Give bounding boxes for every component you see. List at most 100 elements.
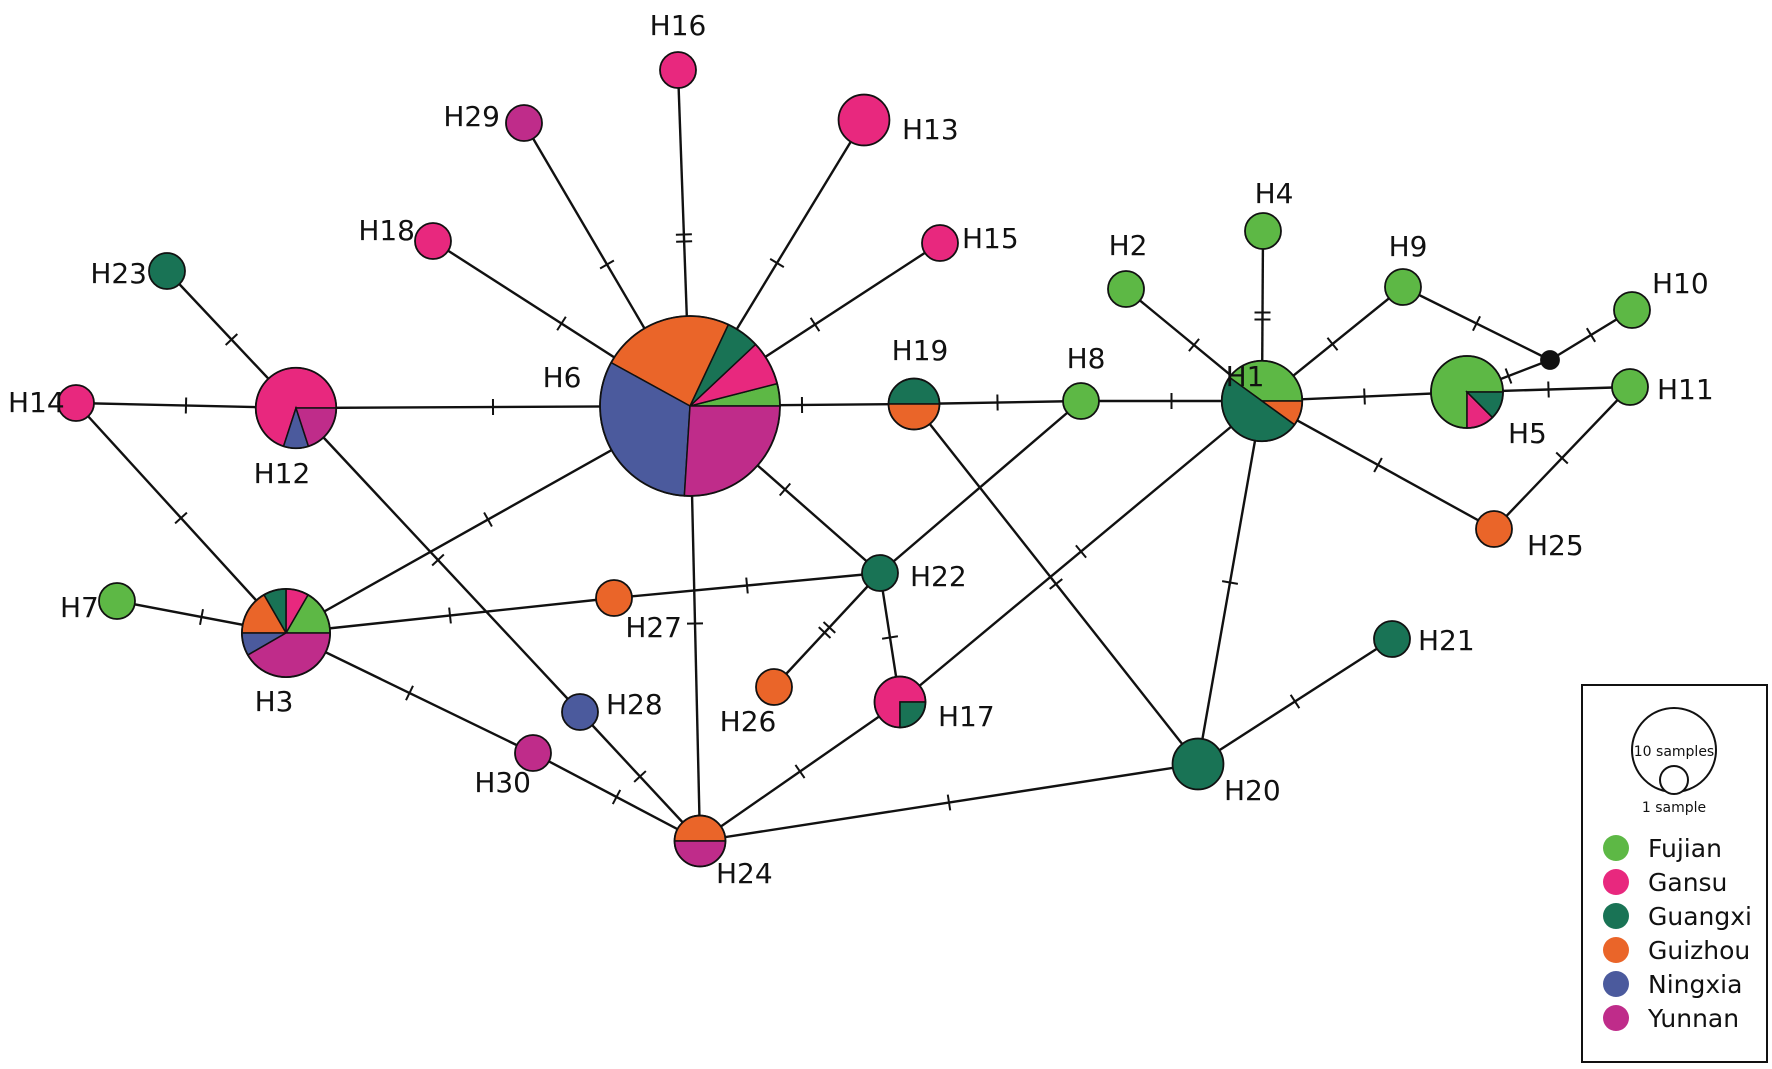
mutation-mark xyxy=(676,240,693,243)
haplotype-node-h14 xyxy=(57,384,95,422)
haplotype-node-h17 xyxy=(873,675,927,729)
label-h3: H3 xyxy=(255,685,294,718)
haplotype-node-h1 xyxy=(1220,359,1304,443)
mutation-mark xyxy=(946,794,952,811)
haplotype-node-h2 xyxy=(1107,270,1145,308)
haplotype-node-h12 xyxy=(254,366,338,450)
slice-guizhou xyxy=(1475,510,1513,548)
node-outline xyxy=(887,377,941,431)
slice-yunnan xyxy=(683,405,781,497)
node-labels: H1H2H3H4H5H6H7H8H9H10H11H12H13H14H15H16H… xyxy=(8,9,1714,890)
label-h2: H2 xyxy=(1109,229,1148,262)
haplotype-node-h23 xyxy=(148,252,186,290)
haplotype-node-h16 xyxy=(659,51,697,89)
label-h10: H10 xyxy=(1652,267,1709,300)
haplotype-node-h25 xyxy=(1475,510,1513,548)
legend-label-gansu: Gansu xyxy=(1648,868,1727,897)
haplotype-node-h20 xyxy=(1171,737,1225,791)
haplotype-node-h10 xyxy=(1613,291,1651,329)
haplotype-node-h26 xyxy=(755,668,793,706)
mutation-mark xyxy=(881,635,899,640)
legend-swatch-ningxia xyxy=(1603,971,1629,997)
haplotype-node-h3 xyxy=(241,588,331,678)
haplotype-node-h6 xyxy=(599,315,781,497)
label-h20: H20 xyxy=(1224,774,1281,807)
mutation-mark xyxy=(1373,457,1383,473)
haplotype-node-h8 xyxy=(1062,382,1100,420)
label-h19: H19 xyxy=(892,334,949,367)
slice-guangxi xyxy=(861,554,899,592)
label-h22: H22 xyxy=(910,560,967,593)
legend: 10 samples 1 sample FujianGansuGuangxiGu… xyxy=(1581,684,1768,1063)
mutation-mark xyxy=(556,316,567,331)
slice-fujian xyxy=(1384,268,1422,306)
haplotype-node-h21 xyxy=(1373,620,1411,658)
label-h15: H15 xyxy=(962,222,1019,255)
legend-swatch-guizhou xyxy=(1603,937,1629,963)
label-h4: H4 xyxy=(1255,177,1294,210)
mutation-mark xyxy=(1221,580,1239,585)
node-outline xyxy=(599,315,781,497)
slice-gansu xyxy=(659,51,697,89)
label-h27: H27 xyxy=(625,611,682,644)
slice-fujian xyxy=(1244,212,1282,250)
mutation-mark xyxy=(448,607,452,624)
legend-label-yunnan: Yunnan xyxy=(1647,1004,1739,1033)
label-h30: H30 xyxy=(474,766,531,799)
haplotype-node-h29 xyxy=(505,104,543,142)
label-h28: H28 xyxy=(606,688,663,721)
network-nodes xyxy=(57,51,1651,868)
legend-scale-small-label: 1 sample xyxy=(1642,800,1706,816)
edge-H22-H26 xyxy=(773,572,881,688)
label-h21: H21 xyxy=(1418,624,1475,657)
label-h7: H7 xyxy=(60,591,99,624)
mutation-mark xyxy=(675,233,692,236)
mutation-mark xyxy=(599,259,615,270)
haplotype-node-h18 xyxy=(414,222,452,260)
legend-label-guizhou: Guizhou xyxy=(1648,936,1750,965)
mutation-mark xyxy=(822,621,836,634)
mutation-mark xyxy=(611,789,622,805)
slice-guizhou xyxy=(755,668,793,706)
label-h18: H18 xyxy=(358,214,415,247)
label-h11: H11 xyxy=(1657,373,1714,406)
label-h9: H9 xyxy=(1389,230,1428,263)
slice-fujian xyxy=(1062,382,1100,420)
legend-scale-small-circle xyxy=(1659,765,1689,795)
mutation-mark xyxy=(174,511,188,525)
mutation-mark xyxy=(1472,315,1481,332)
node-outline xyxy=(1220,359,1304,443)
haplotype-node-h7 xyxy=(98,582,136,620)
label-h29: H29 xyxy=(443,100,500,133)
haplotype-node-h22 xyxy=(861,554,899,592)
haplotype-node-h24 xyxy=(673,814,727,868)
haplotype-node-h30 xyxy=(514,734,552,772)
slice-fujian xyxy=(1611,368,1649,406)
node-outline xyxy=(241,588,331,678)
label-h14: H14 xyxy=(8,386,65,419)
haplotype-node-h11 xyxy=(1611,368,1649,406)
node-outline xyxy=(254,366,338,450)
legend-label-fujian: Fujian xyxy=(1648,834,1722,863)
slice-yunnan xyxy=(505,104,543,142)
slice-gansu xyxy=(414,222,452,260)
label-h13: H13 xyxy=(902,113,959,146)
mutation-mark xyxy=(483,512,493,527)
legend-label-ningxia: Ningxia xyxy=(1648,970,1742,999)
haplotype-node-h15 xyxy=(921,224,959,262)
label-h6: H6 xyxy=(543,361,582,394)
legend-scale-big-label: 10 samples xyxy=(1634,744,1714,760)
slice-fujian xyxy=(1107,270,1145,308)
legend-swatch-gansu xyxy=(1603,869,1629,895)
label-h5: H5 xyxy=(1508,417,1547,450)
mutation-mark xyxy=(1188,338,1200,352)
network-edges xyxy=(75,69,1633,843)
haplotype-node-h13 xyxy=(837,93,891,147)
mutation-mark xyxy=(1504,368,1513,384)
slice-guangxi xyxy=(1171,737,1225,791)
slice-guangxi xyxy=(1373,620,1411,658)
mutation-mark xyxy=(1326,337,1339,351)
mutation-mark xyxy=(818,626,832,639)
